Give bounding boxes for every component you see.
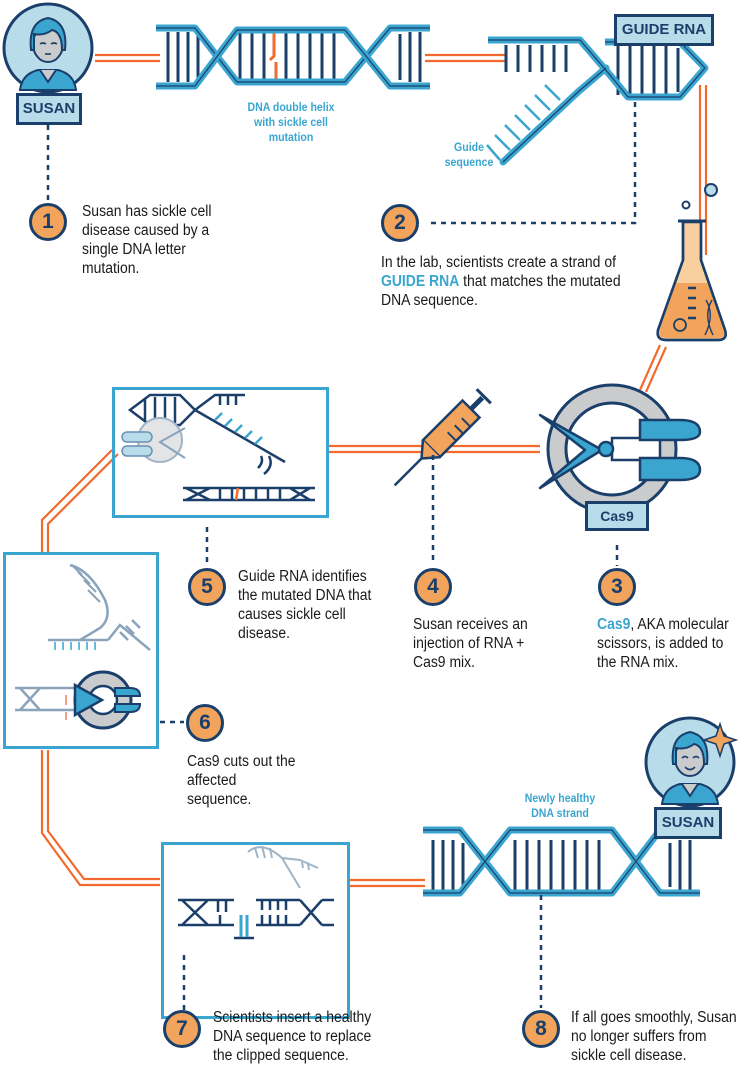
step-6-text: Cas9 cuts out the affected sequence. bbox=[187, 753, 296, 808]
dna-helix-healthy-icon bbox=[423, 826, 700, 897]
syringe-icon bbox=[393, 388, 492, 487]
step6-panel bbox=[3, 552, 159, 749]
step-badge-5: 5 bbox=[188, 568, 226, 606]
step-badge-1: 1 bbox=[29, 203, 67, 241]
step-2-text: In the lab, scientists create a strand o… bbox=[381, 253, 638, 310]
step-badge-7: 7 bbox=[163, 1010, 201, 1048]
step-3-text: Cas9, AKA molecular scissors, is added t… bbox=[597, 615, 740, 672]
step5-panel bbox=[112, 387, 329, 518]
susan-end-name-tag: SUSAN bbox=[654, 807, 722, 839]
cas9-tag: Cas9 bbox=[585, 501, 649, 531]
insert-healthy-dna-illustration bbox=[178, 845, 334, 940]
susan-start-avatar-icon bbox=[2, 2, 94, 94]
flask-icon bbox=[656, 183, 727, 342]
cas9-scissors-icon bbox=[538, 383, 702, 515]
step-4-text: Susan receives an injection of RNA + Cas… bbox=[413, 616, 528, 671]
step-3-text-after: , AKA molecular scissors, is added to th… bbox=[597, 616, 729, 671]
step-5-text: Guide RNA identifies the mutated DNA tha… bbox=[238, 568, 372, 642]
step-8-text: If all goes smoothly, Susan no longer su… bbox=[571, 1009, 737, 1064]
guide-rna-identify-illustration bbox=[121, 393, 315, 502]
cas9-cut-illustration bbox=[15, 563, 151, 730]
guide-rna-icon bbox=[486, 36, 709, 166]
step-badge-2: 2 bbox=[381, 204, 419, 242]
step-badge-3: 3 bbox=[598, 568, 636, 606]
step-1-text: Susan has sickle cell disease caused by … bbox=[82, 203, 212, 277]
dna-helix-mutation-icon bbox=[156, 24, 430, 90]
step-2-text-before: In the lab, scientists create a strand o… bbox=[381, 254, 616, 271]
guide-sequence-label: Guide sequence bbox=[444, 140, 494, 169]
sparkle-icon bbox=[701, 721, 739, 759]
step-badge-6: 6 bbox=[186, 704, 224, 742]
dotted-leader-lines bbox=[46, 102, 637, 1010]
step7-panel bbox=[161, 842, 350, 1019]
step-2-text-after: that matches the mutated DNA sequence. bbox=[381, 273, 621, 309]
step-3-highlight: Cas9 bbox=[597, 616, 631, 633]
step-7-text: Scientists insert a healthy DNA sequence… bbox=[213, 1009, 372, 1064]
dna-mutation-label: DNA double helix with sickle cell mutati… bbox=[247, 100, 335, 144]
healthy-dna-label: Newly healthy DNA strand bbox=[524, 791, 596, 820]
step-badge-4: 4 bbox=[414, 568, 452, 606]
step-2-highlight: GUIDE RNA bbox=[381, 273, 460, 290]
susan-start-name-tag: SUSAN bbox=[16, 93, 82, 125]
connector-path bbox=[40, 53, 708, 888]
step-badge-8: 8 bbox=[522, 1010, 560, 1048]
guide-rna-tag: GUIDE RNA bbox=[614, 14, 714, 46]
